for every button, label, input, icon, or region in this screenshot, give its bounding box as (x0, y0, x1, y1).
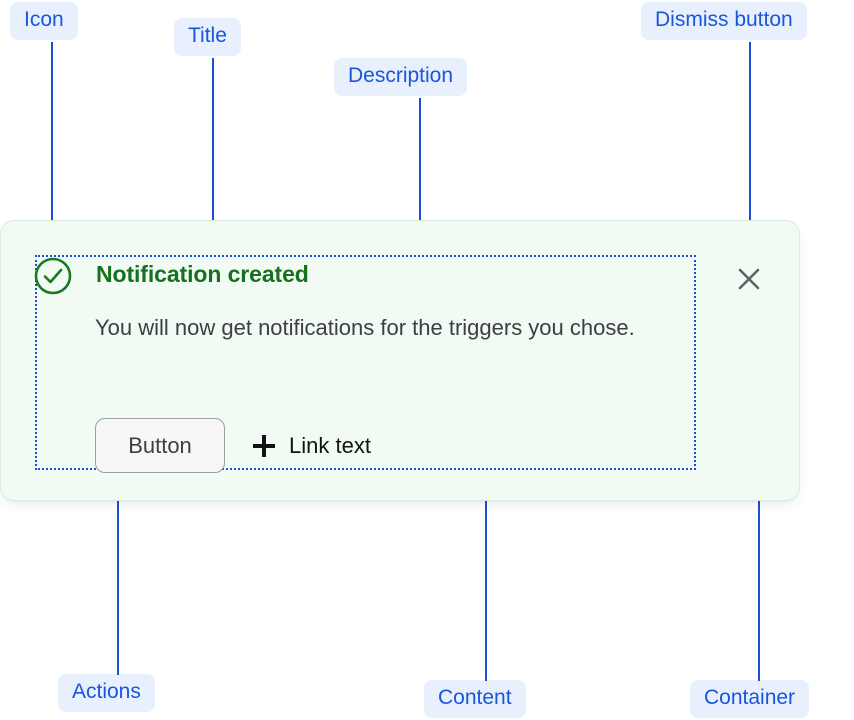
check-circle-icon (33, 256, 73, 296)
leader-line-container (758, 474, 760, 681)
notification-actions: Button Link text (95, 418, 371, 473)
leader-line-dismiss (749, 42, 751, 247)
plus-icon (253, 434, 275, 457)
close-icon (738, 268, 760, 290)
leader-line-title (212, 58, 214, 262)
annotation-label-actions: Actions (58, 674, 155, 713)
annotation-label-dismiss-button: Dismiss button (641, 2, 807, 41)
leader-line-actions (117, 470, 119, 675)
notification-description: You will now get notifications for the t… (95, 315, 635, 340)
annotation-label-description: Description (334, 58, 468, 97)
leader-line-description (419, 98, 421, 303)
leader-line-content (485, 474, 487, 681)
annotation-label-icon: Icon (10, 2, 78, 41)
add-link-action[interactable]: Link text (253, 433, 371, 459)
annotation-label-container: Container (690, 680, 810, 719)
dismiss-button[interactable] (731, 261, 767, 297)
leader-line-icon (51, 42, 53, 249)
annotation-label-content: Content (424, 680, 526, 719)
annotation-label-title: Title (174, 18, 241, 57)
link-action-label: Link text (289, 432, 371, 458)
primary-button[interactable]: Button (95, 418, 225, 473)
notification-title: Notification created (96, 261, 309, 287)
